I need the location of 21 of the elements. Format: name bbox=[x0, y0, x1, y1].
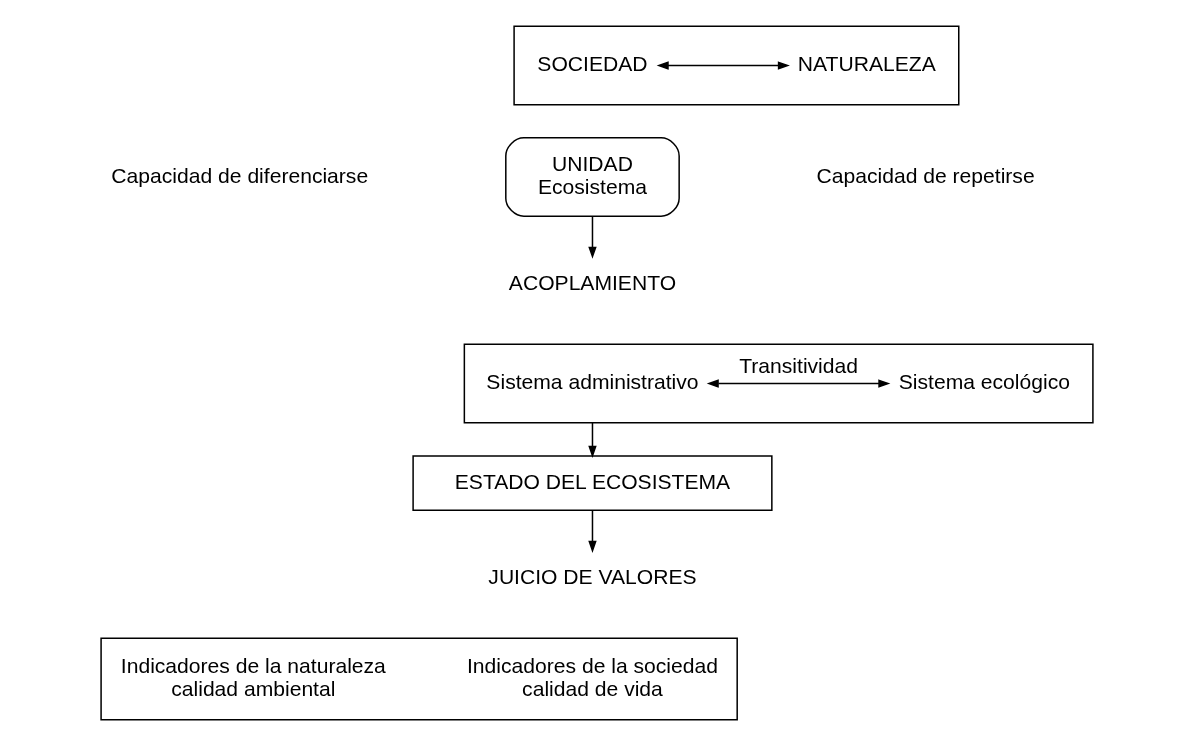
node-text: Indicadores de la sociedad calidad de vida bbox=[467, 654, 718, 700]
cluster bbox=[463, 343, 1094, 424]
arrow bbox=[588, 215, 597, 259]
node-text: NATURALEZA bbox=[797, 52, 936, 76]
node-text: SOCIEDAD bbox=[537, 52, 648, 76]
edge-label: Transitividad bbox=[739, 354, 858, 378]
arrow bbox=[588, 422, 597, 458]
node-text: ACOPLAMIENTO bbox=[508, 270, 677, 294]
node-box: ESTADO DEL ECOSISTEMA bbox=[412, 455, 773, 511]
node-box: UNIDAD Ecosistema bbox=[505, 137, 680, 217]
label: Capacidad de diferenciarse bbox=[111, 163, 369, 187]
cluster bbox=[513, 25, 960, 106]
arrow bbox=[588, 509, 597, 553]
node-text: Indicadores de la naturaleza calidad ambiental bbox=[120, 654, 386, 700]
node-text: JUICIO DE VALORES bbox=[488, 564, 697, 588]
arrow bbox=[706, 379, 891, 388]
cluster bbox=[100, 637, 738, 721]
node-text: Sistema administrativo bbox=[486, 370, 699, 394]
node-text: Sistema ecológico bbox=[898, 370, 1070, 394]
arrow bbox=[656, 61, 790, 70]
label: Capacidad de repetirse bbox=[816, 163, 1035, 187]
